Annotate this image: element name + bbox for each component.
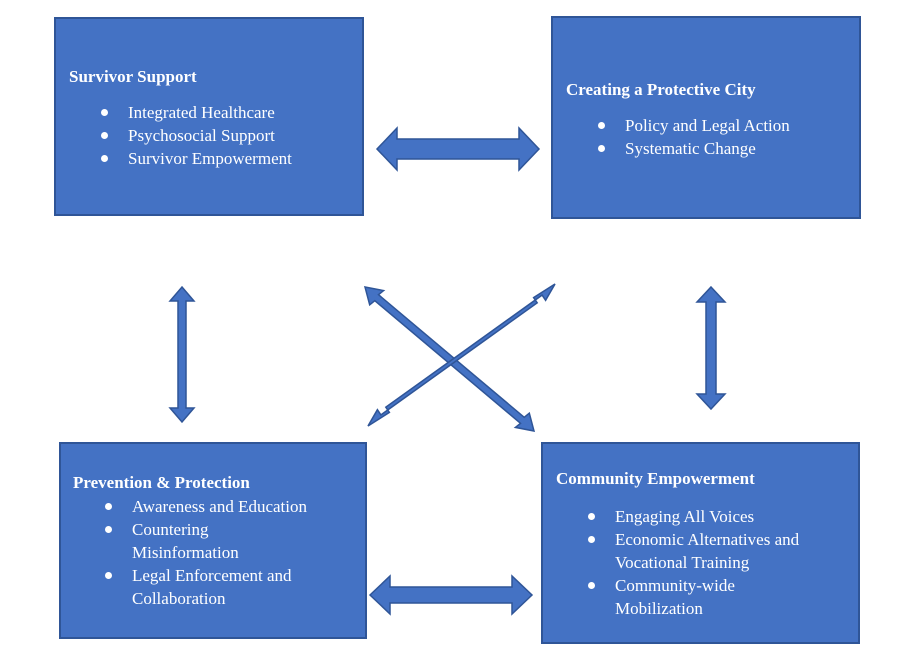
list-item: Policy and Legal Action bbox=[566, 114, 859, 137]
protective-city-list: Policy and Legal Action Systematic Chang… bbox=[566, 114, 859, 160]
list-item: Psychosocial Support bbox=[69, 124, 362, 147]
prevention-protection-title: Prevention & Protection bbox=[73, 473, 250, 492]
diagonal-arrow-tl-br bbox=[363, 286, 536, 432]
community-empowerment-box: Community Empowerment Engaging All Voice… bbox=[541, 442, 860, 644]
list-item: Legal Enforcement and Collaboration bbox=[73, 564, 332, 610]
prevention-protection-list: Awareness and Education Countering Misin… bbox=[73, 495, 365, 610]
community-empowerment-list: Engaging All Voices Economic Alternative… bbox=[556, 505, 858, 620]
survivor-support-box: Survivor Support Integrated Healthcare P… bbox=[54, 17, 364, 216]
double-arrow-bottom bbox=[368, 574, 534, 616]
double-arrow-right bbox=[695, 285, 727, 411]
list-item: Integrated Healthcare bbox=[69, 101, 362, 124]
list-item: Systematic Change bbox=[566, 137, 859, 160]
community-empowerment-title: Community Empowerment bbox=[556, 469, 755, 488]
list-item: Awareness and Education bbox=[73, 495, 365, 518]
prevention-protection-box: Prevention & Protection Awareness and Ed… bbox=[59, 442, 367, 639]
list-item: Engaging All Voices bbox=[556, 505, 858, 528]
protective-city-box: Creating a Protective City Policy and Le… bbox=[551, 16, 861, 219]
survivor-support-title: Survivor Support bbox=[69, 67, 197, 86]
double-arrow-top bbox=[375, 126, 541, 172]
list-item: Countering Misinformation bbox=[73, 518, 282, 564]
diagonal-arrow-bl-tr bbox=[367, 283, 556, 427]
list-item: Survivor Empowerment bbox=[69, 147, 362, 170]
survivor-support-list: Integrated Healthcare Psychosocial Suppo… bbox=[69, 101, 362, 170]
double-arrow-left bbox=[168, 285, 196, 424]
protective-city-title: Creating a Protective City bbox=[566, 80, 756, 99]
list-item: Economic Alternatives and Vocational Tra… bbox=[556, 528, 837, 574]
list-item: Community-wide Mobilization bbox=[556, 574, 765, 620]
